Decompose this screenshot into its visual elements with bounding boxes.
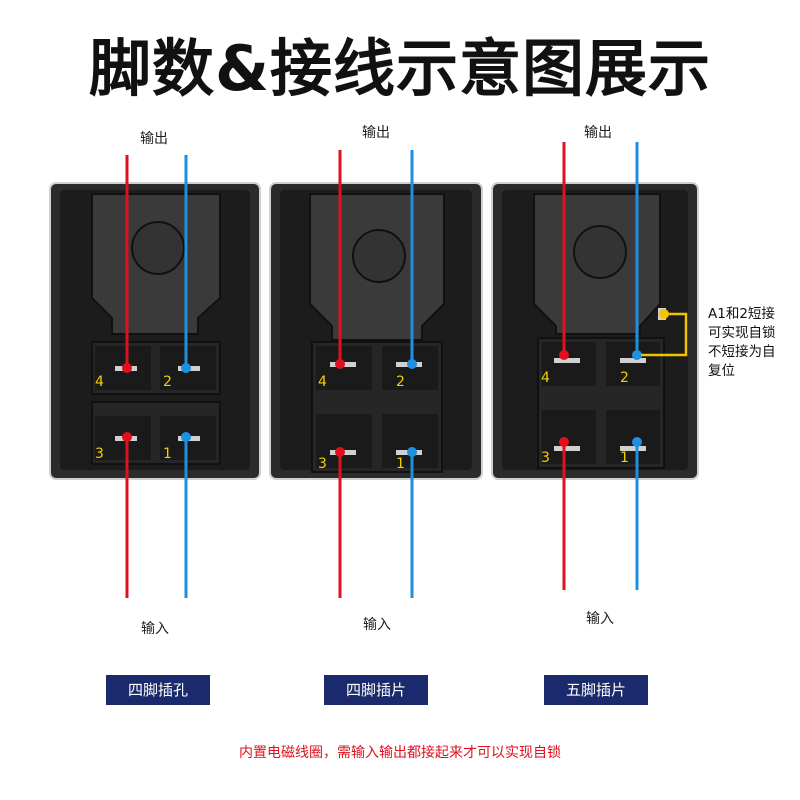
wires-panel-1 (122, 155, 191, 598)
self-lock-note-line: 复位 (708, 363, 735, 379)
pin-label: 3 (541, 450, 550, 466)
page-title: 脚数&接线示意图展示 (88, 32, 712, 105)
self-lock-note-line: 不短接为自 (708, 344, 776, 360)
output-label: 输出 (584, 125, 612, 141)
self-lock-note-line: A1和2短接 (708, 306, 775, 322)
bottom-note: 内置电磁线圈，需输入输出都接起来才可以实现自锁 (239, 745, 561, 761)
pin-label: 3 (318, 456, 327, 472)
output-label: 输出 (362, 125, 390, 141)
pin-numbers: 4 2 3 1 4 2 3 1 4 2 3 1 (95, 370, 629, 472)
wires-panel-2 (335, 150, 417, 598)
input-label: 输入 (141, 621, 169, 637)
pin-label: 4 (541, 370, 550, 386)
pin-label: 4 (318, 374, 327, 390)
pin-label: 2 (396, 374, 405, 390)
panel-name-tag: 五脚插片 (544, 675, 648, 705)
switch-panel-2 (269, 182, 483, 480)
self-lock-note-line: 可实现自锁 (708, 325, 776, 341)
pin-label: 4 (95, 374, 104, 390)
pin-label: 3 (95, 446, 104, 462)
wires-panel-3 (559, 142, 688, 590)
switch-panel-3 (491, 182, 699, 480)
pin-label: 2 (163, 374, 172, 390)
output-label: 输出 (140, 131, 168, 147)
pin-label: 1 (396, 456, 405, 472)
self-lock-note: A1和2短接 可实现自锁 不短接为自 复位 (708, 305, 800, 381)
pin-label: 2 (620, 370, 629, 386)
panel-name-tag: 四脚插片 (324, 675, 428, 705)
pin-label: 1 (163, 446, 172, 462)
pin-label: 1 (620, 450, 629, 466)
input-label: 输入 (586, 611, 614, 627)
switch-panel-1 (49, 182, 261, 480)
input-label: 输入 (363, 617, 391, 633)
panel-name-tag: 四脚插孔 (106, 675, 210, 705)
